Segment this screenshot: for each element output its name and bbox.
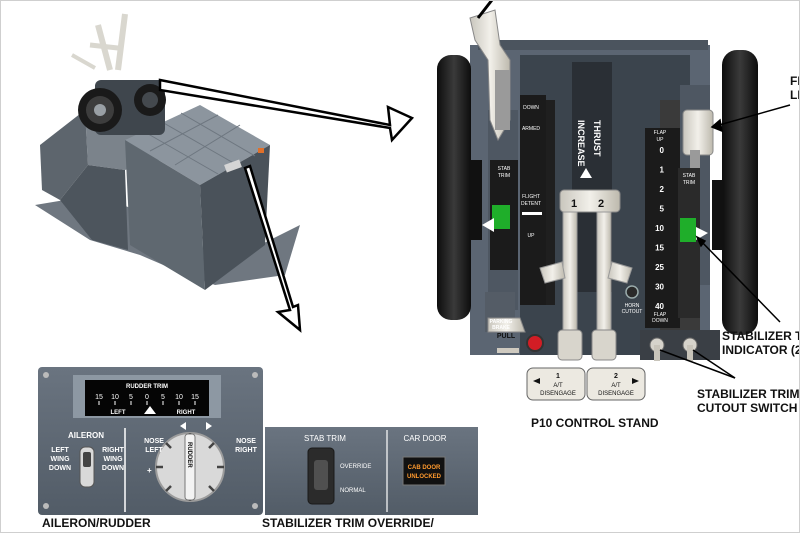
- at1-number: 1: [556, 373, 560, 380]
- flap-up-line1: FLAP: [654, 130, 667, 136]
- aileron-rudder-panel: RUDDER TRIM 15 10 5 0 5 10 15 LEFT RIGHT AILER…: [38, 367, 263, 515]
- stabilizer-trim-override-label: STABILIZER TRIM OVERRIDE/: [262, 516, 434, 530]
- right-wing-down-label: RIGHT WING DOWN: [102, 447, 125, 472]
- flap-mark: 25: [655, 263, 664, 272]
- thrust-lever-1-number: 1: [571, 198, 577, 210]
- stab-trim-indicator-right: STAB TRIM: [678, 168, 708, 318]
- at2-label-b: DISENGAGE: [598, 391, 634, 397]
- flap-down-line2: DOWN: [652, 318, 668, 324]
- rudder-trim-title: RUDDER TRIM: [126, 384, 168, 390]
- horn-cutout-line1: HORN: [625, 303, 640, 309]
- at2-number: 2: [614, 373, 618, 380]
- at-disengage-buttons[interactable]: 1 A/T DISENGAGE 2 A/T DISENGAGE: [526, 367, 646, 401]
- stabilizer-trim-cutout-label: STABILIZER TRIM CUTOUT SWITCH: [697, 387, 800, 415]
- speedbrake-detent-label: DETENT: [521, 201, 541, 207]
- flap-lever-label: FLAP LEVER: [790, 74, 800, 102]
- rudder-trim-right: RIGHT: [177, 410, 196, 416]
- stab-trim-right-line1: STAB: [683, 173, 696, 179]
- stab-trim-override-panel: STAB TRIM CAR DOOR OVERRIDE NORMAL CAB D…: [265, 427, 478, 515]
- at1-label-b: DISENGAGE: [540, 391, 576, 397]
- flap-mark: 30: [655, 283, 664, 292]
- right-wing-down-line1: RIGHT: [102, 447, 125, 454]
- nose-left-line2: LEFT: [145, 447, 163, 454]
- flap-mark: 2: [660, 185, 665, 194]
- stab-trim-right-line2: TRIM: [683, 180, 695, 186]
- rudder-trim-knob[interactable]: RUDDER: [155, 422, 225, 502]
- speedbrake-flight-label: FLIGHT: [522, 194, 540, 200]
- override-label: OVERRIDE: [340, 464, 371, 470]
- at1-label-a: A/T: [553, 383, 563, 389]
- stab-trim-override-switch[interactable]: [307, 447, 335, 505]
- left-wing-down-line2: WING: [50, 456, 70, 463]
- horn-cutout-line2: CUTOUT: [622, 309, 643, 315]
- rudder-scale-mark: 10: [175, 394, 183, 401]
- cab-door-unlocked-light: CAB DOOR UNLOCKED: [402, 456, 446, 486]
- stab-trim-left-line2: TRIM: [498, 173, 510, 179]
- left-wing-down-line3: DOWN: [49, 465, 71, 472]
- thrust-lever-2-number: 2: [598, 198, 604, 210]
- flap-mark: 15: [655, 244, 664, 253]
- flap-mark: 0: [660, 146, 665, 155]
- nose-left-line1: NOSE: [144, 438, 164, 445]
- speedbrake-down-label: DOWN: [523, 105, 539, 111]
- nose-right-line2: RIGHT: [235, 447, 258, 454]
- stab-trim-left-line1: STAB: [498, 166, 511, 172]
- flap-down-line1: FLAP: [654, 312, 667, 318]
- nose-right-label: NOSE RIGHT: [235, 438, 258, 454]
- flap-mark: 40: [655, 302, 664, 311]
- stab-trim-wheel-left[interactable]: [437, 55, 482, 320]
- stab-trim-override-title: STAB TRIM: [304, 434, 346, 443]
- rudder-knob-label: RUDDER: [186, 442, 192, 468]
- left-wing-down-line1: LEFT: [51, 447, 69, 454]
- speedbrake-lever[interactable]: [469, 0, 511, 142]
- aileron-trim-switch[interactable]: [79, 446, 95, 488]
- stab-trim-cutout-switches[interactable]: [640, 330, 720, 361]
- nose-right-line1: NOSE: [236, 438, 256, 445]
- parking-brake-line1: PARKING: [490, 319, 513, 325]
- speedbrake-armed-label: ARMED: [522, 126, 540, 132]
- aileron-label: AILERON: [68, 431, 104, 440]
- parking-brake-pull: PULL: [497, 333, 516, 340]
- rudder-scale-mark: 15: [191, 394, 199, 401]
- thrust-levers[interactable]: INCREASE THRUST 1 2: [539, 62, 633, 361]
- rudder-scale-mark: 5: [161, 394, 165, 401]
- flap-mark: 5: [660, 205, 665, 214]
- right-wing-down-line3: DOWN: [102, 465, 124, 472]
- increase-label: INCREASE: [576, 120, 586, 167]
- flap-mark: 10: [655, 224, 664, 233]
- rudder-scale-mark: 10: [111, 394, 119, 401]
- cab-door-line2: UNLOCKED: [407, 474, 442, 480]
- flap-up-line2: UP: [657, 137, 665, 143]
- nose-left-label: NOSE LEFT: [144, 438, 164, 454]
- parking-brake[interactable]: PARKING BRAKE PULL: [485, 292, 544, 353]
- pedestal-overview: [35, 13, 300, 290]
- speedbrake-up-label: UP: [528, 233, 536, 239]
- stab-trim-indicator-left: STAB TRIM: [482, 160, 518, 270]
- car-door-title: CAR DOOR: [403, 434, 446, 443]
- plus-label: +: [147, 466, 152, 475]
- right-wing-down-line2: WING: [103, 456, 123, 463]
- leader-lines: [659, 104, 791, 379]
- stabilizer-trim-indicator-label: STABILIZER T INDICATOR (2: [722, 329, 800, 357]
- rudder-trim-left: LEFT: [111, 410, 126, 416]
- rudder-scale-mark: 5: [129, 394, 133, 401]
- flap-mark: 1: [660, 166, 665, 175]
- rudder-trim-scale: 15 10 5 0 5 10 15: [95, 394, 199, 405]
- horn-cutout[interactable]: HORN CUTOUT: [622, 285, 643, 315]
- aileron-rudder-label: AILERON/RUDDER: [42, 516, 151, 530]
- callout-arrows: [158, 78, 415, 333]
- throttle-quadrant-3d: [71, 13, 166, 135]
- thrust-label: THRUST: [592, 120, 602, 157]
- rudder-scale-mark: 0: [145, 394, 149, 401]
- at2-label-a: A/T: [611, 383, 621, 389]
- cab-door-line1: CAB DOOR: [408, 465, 441, 471]
- parking-brake-line2: BRAKE: [492, 325, 510, 331]
- left-wing-down-label: LEFT WING DOWN: [49, 447, 71, 472]
- p10-control-stand-label: P10 CONTROL STAND: [531, 416, 659, 430]
- rudder-scale-mark: 15: [95, 394, 103, 401]
- normal-label: NORMAL: [340, 488, 366, 494]
